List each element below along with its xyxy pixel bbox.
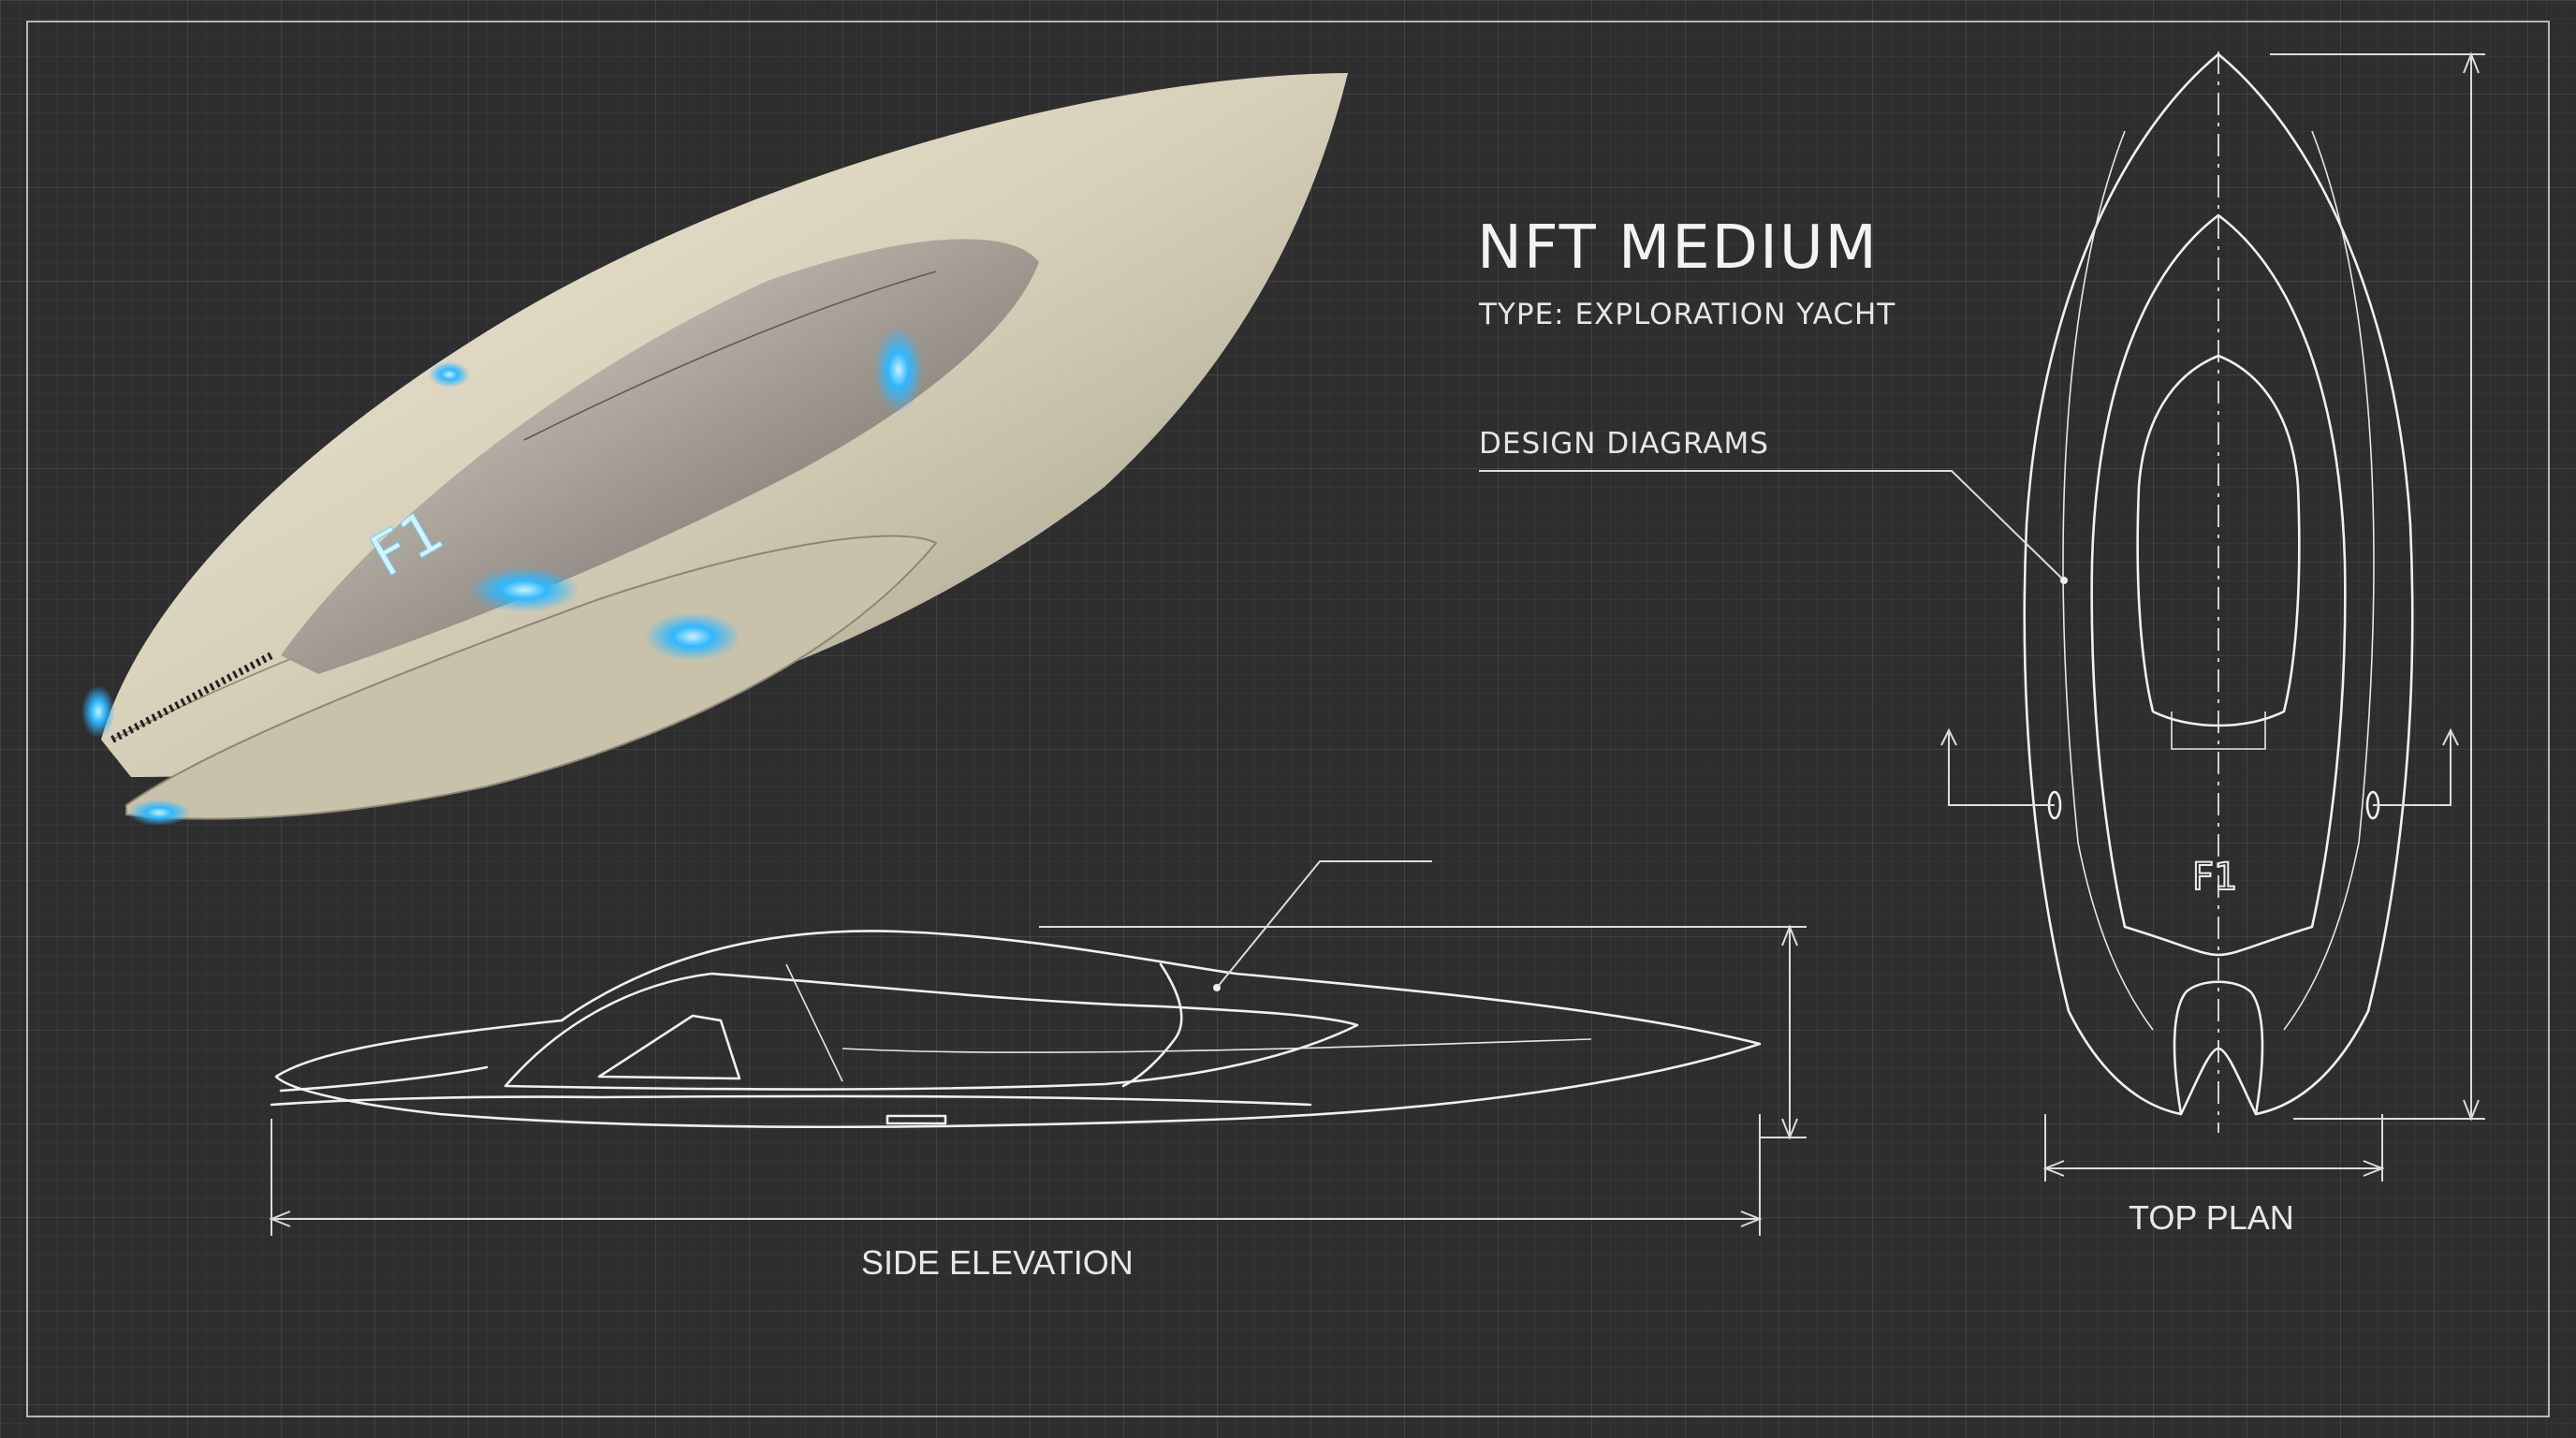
render-glow-vent [468, 567, 580, 612]
side-canopy [504, 972, 1359, 1091]
top-canopy [2136, 354, 2301, 727]
side-nose [279, 1065, 489, 1093]
side-reflection [842, 1038, 1592, 1053]
side-height-arrow-t [1781, 924, 1798, 946]
top-length-dim [2270, 53, 2485, 1120]
top-width-dim [2044, 1114, 2383, 1181]
side-fin [1121, 962, 1183, 1088]
top-panel [2171, 712, 2266, 750]
top-width-arrow-r [2363, 1160, 2385, 1177]
design-diagrams-callout: DESIGN DIAGRAMS [1479, 427, 1769, 461]
side-length-dim [271, 1114, 1761, 1236]
side-hull-outline [274, 930, 1762, 1129]
side-strut [785, 963, 843, 1082]
side-height-arrow-b [1781, 1118, 1798, 1140]
top-inner-line-l [2062, 130, 2154, 1031]
top-section-marker-l [1940, 727, 2055, 806]
top-stern-notch [2173, 980, 2264, 1116]
side-window [597, 1014, 741, 1080]
side-leader-dot [1213, 984, 1221, 991]
top-width-arrow-l [2042, 1160, 2065, 1177]
top-length-arrow-b [2463, 1099, 2480, 1122]
top-deck-outline [2090, 213, 2347, 957]
render-glow-lower [127, 800, 191, 826]
top-leader-dot [2060, 577, 2068, 584]
render-glow-side [874, 327, 923, 413]
top-length-arrow-t [2463, 51, 2480, 74]
side-length-arrow-l [269, 1211, 291, 1227]
top-leader-line [1479, 470, 2065, 581]
top-logo: F1 [2192, 856, 2237, 899]
top-section-marker-r [2373, 727, 2459, 806]
top-hull-outline [2023, 52, 2414, 1116]
side-port [886, 1114, 947, 1125]
side-elevation-label: SIDE ELEVATION [861, 1243, 1134, 1282]
top-inner-line-r [2283, 130, 2375, 1031]
render-canopy [281, 239, 1039, 674]
side-keel [270, 1094, 1312, 1107]
side-length-arrow-r [1740, 1211, 1763, 1227]
side-leader-line [1216, 860, 1432, 989]
side-height-dim [1039, 926, 1807, 1138]
render-lower-hull [125, 535, 938, 820]
blueprint-frame [26, 21, 2550, 1417]
top-plan-label: TOP PLAN [2129, 1198, 2294, 1237]
render-glow-belly [644, 612, 741, 661]
model-title: NFT MEDIUM [1477, 213, 1879, 283]
model-type: TYPE: EXPLORATION YACHT [1479, 298, 1896, 331]
render-glow-front [81, 685, 115, 738]
render-canopy-line [523, 271, 937, 441]
render-glow-top [429, 361, 470, 388]
